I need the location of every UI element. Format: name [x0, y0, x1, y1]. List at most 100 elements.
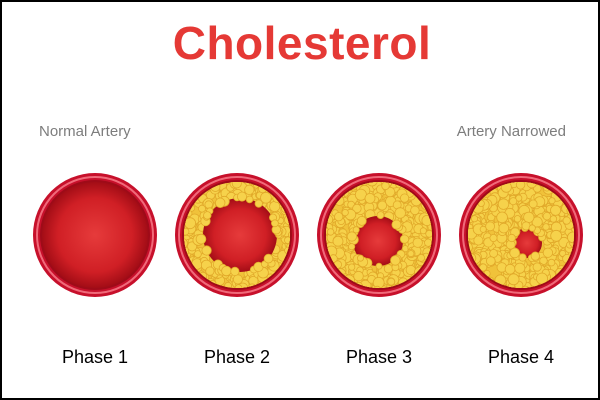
- plaque-blob: [515, 182, 526, 190]
- plaque-blob: [497, 198, 510, 210]
- plaque-blob: [205, 266, 215, 276]
- plaque-blob: [424, 238, 432, 247]
- plaque-blob: [230, 266, 240, 277]
- plaque-blob: [547, 258, 556, 267]
- plaque-blob: [244, 184, 255, 195]
- plaque-blob: [377, 200, 388, 211]
- plaque-blob: [412, 237, 423, 248]
- plaque-blob: [383, 264, 394, 274]
- plaque-blob: [263, 253, 274, 264]
- plaque-blob: [523, 211, 535, 223]
- plaque-blob: [366, 182, 378, 187]
- plaque-blob: [347, 243, 356, 251]
- plaque-blob: [489, 234, 498, 243]
- plaque-blob: [507, 233, 516, 243]
- plaque-blob: [407, 250, 415, 258]
- plaque-blob: [379, 285, 390, 288]
- plaque-blob: [528, 224, 536, 232]
- plaque-blob: [509, 247, 520, 259]
- lumen: [353, 216, 403, 266]
- plaque-blob: [562, 216, 571, 225]
- plaque-blob: [542, 223, 550, 231]
- artery-phase-4: [458, 172, 584, 298]
- artery-rim: [36, 176, 154, 294]
- plaque-blob: [387, 277, 396, 286]
- plaque-blob: [479, 225, 487, 233]
- plaque-blob: [530, 251, 540, 261]
- plaque-blob: [364, 192, 376, 204]
- plaque-blob: [232, 274, 243, 285]
- plaque-blob: [203, 211, 212, 220]
- artery-phase-2: [174, 172, 300, 298]
- plaque-blob: [539, 256, 548, 265]
- plaque-blob: [204, 200, 213, 209]
- plaque-blob: [245, 195, 254, 204]
- plaque-blob: [410, 205, 420, 216]
- plaque-blob: [231, 182, 242, 189]
- plaque-blob: [550, 204, 562, 216]
- plaque-blob: [352, 203, 362, 214]
- plaque-blob: [548, 197, 556, 205]
- plaque-blob: [334, 212, 344, 222]
- artery-rim: [320, 176, 438, 294]
- plaque-blob: [195, 233, 207, 245]
- plaque-blob: [400, 193, 410, 203]
- plaque-blob: [520, 285, 531, 288]
- plaque-blob: [198, 204, 206, 213]
- plaque-blob: [470, 215, 479, 223]
- plaque-blob: [234, 284, 243, 288]
- plaque-blob: [399, 234, 410, 244]
- artery-narrowed-label: Artery Narrowed: [456, 123, 566, 140]
- lumen: [512, 228, 542, 258]
- plaque-blob: [254, 199, 263, 208]
- plaque-blob: [419, 227, 427, 235]
- plaque-blob: [509, 197, 518, 206]
- artery-phase-1: [32, 172, 158, 298]
- plaque-blob: [184, 227, 190, 236]
- plaque-blob: [549, 215, 558, 223]
- plaque-blob: [479, 263, 488, 272]
- plaque-blob: [473, 235, 484, 246]
- plaque-blob: [417, 254, 425, 262]
- plaque-blob: [260, 191, 272, 204]
- plaque-blob: [567, 231, 574, 244]
- lumen: [42, 182, 148, 288]
- plaque-blob: [288, 230, 290, 239]
- plaque-blob: [357, 254, 365, 262]
- plaque-blob: [237, 191, 248, 202]
- plaque-blob: [550, 229, 563, 242]
- plaque-blob: [348, 263, 356, 271]
- plaque-blob: [193, 250, 202, 258]
- plaque-blob: [498, 222, 510, 234]
- plaque-blob: [271, 219, 279, 228]
- plaque-blob: [381, 182, 390, 191]
- normal-artery-label: Normal Artery: [39, 123, 131, 140]
- plaque-blob: [326, 228, 335, 236]
- plaque-blob: [394, 207, 406, 219]
- plaque-blob: [514, 262, 526, 274]
- plaque-blob: [352, 226, 360, 234]
- plaque-blob: [485, 256, 496, 266]
- phase-2-label: Phase 2: [203, 347, 271, 367]
- plaque-blob: [390, 255, 401, 266]
- plaque-blob: [201, 245, 212, 256]
- plaque-blob: [504, 263, 516, 275]
- plaque-blob: [346, 231, 358, 242]
- plaque-blob: [496, 211, 508, 224]
- plaque-blob: [532, 262, 542, 272]
- plaque-blob: [507, 273, 520, 286]
- plaque-blob: [489, 249, 498, 258]
- plaque-blob: [269, 200, 281, 212]
- plaque-blob: [384, 186, 396, 198]
- phase-1-label: Phase 1: [61, 347, 129, 367]
- plaque-blob: [518, 253, 527, 262]
- plaque-blob: [356, 216, 367, 226]
- plaque-blob: [513, 215, 522, 223]
- plaque-blob: [341, 208, 349, 217]
- plaque-blob: [542, 247, 554, 258]
- diagram-title: Cholesterol: [172, 17, 432, 69]
- plaque-blob: [405, 264, 416, 276]
- lumen: [203, 198, 277, 272]
- plaque-blob: [221, 265, 232, 277]
- phase-4-label: Phase 4: [487, 347, 555, 367]
